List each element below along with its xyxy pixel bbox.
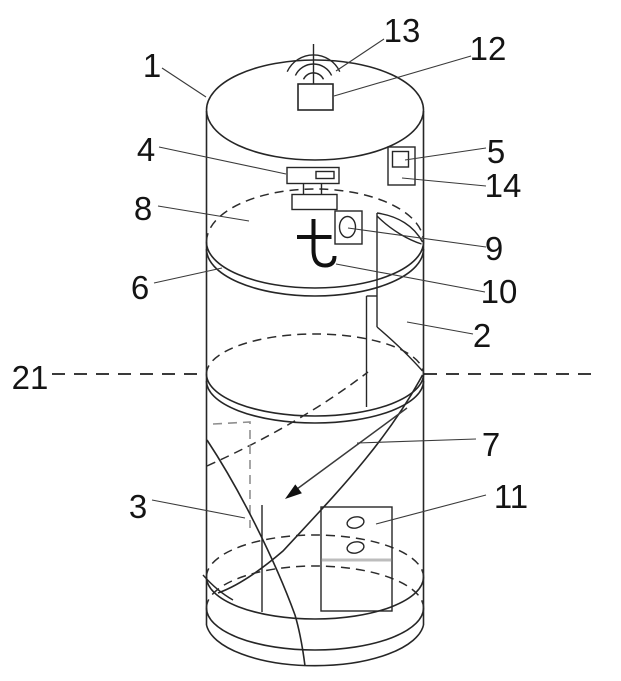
flow-arrow-icon [285, 407, 408, 499]
sensor-module-4 [286, 166, 340, 211]
callout-8: 8 [134, 190, 152, 227]
callout-11: 11 [494, 478, 528, 515]
leader-line-14 [401, 177, 487, 187]
shelf-hidden-back-edge [205, 333, 425, 375]
camera-module-9 [334, 210, 363, 245]
lower-disc-front-edge-a [205, 576, 425, 620]
callout-14: 14 [485, 167, 522, 204]
leader-line-12 [333, 55, 472, 97]
callout-10: 10 [481, 273, 518, 310]
callout-13: 13 [384, 12, 421, 49]
spiral-ramp-outer-edge [206, 439, 306, 667]
callout-9: 9 [485, 230, 503, 267]
leader-line-2 [406, 321, 474, 335]
spiral-ramp-edge-7 [217, 374, 424, 594]
leader-line-6 [153, 267, 223, 284]
tray-front-edge-lower-6 [205, 248, 425, 297]
spiral-hidden-edge [206, 371, 369, 467]
lower-disc-front-edge-b [205, 607, 425, 651]
reference-numerals: 1 13 12 4 5 14 8 9 6 10 2 21 7 3 11 [12, 12, 528, 525]
callout-21: 21 [12, 359, 49, 396]
tray-front-edge-upper [205, 241, 425, 289]
leader-line-8 [157, 205, 250, 222]
leader-line-10 [335, 263, 486, 293]
callout-5: 5 [487, 133, 505, 170]
leader-line-3 [151, 499, 246, 519]
leader-line-9 [347, 227, 487, 248]
leader-line-13 [335, 38, 385, 72]
leader-line-11 [375, 494, 487, 525]
callout-6: 6 [131, 269, 149, 306]
signal-waves-icon [286, 54, 341, 80]
leader-line-5 [404, 147, 487, 161]
leader-line-4 [158, 146, 287, 175]
hook-part-10 [297, 219, 337, 268]
leader-line-1 [161, 67, 207, 98]
callout-3: 3 [129, 488, 147, 525]
lower-disc-hidden-edge-a [205, 534, 425, 578]
shelf-front-edge-upper [205, 373, 425, 417]
callout-7: 7 [482, 426, 500, 463]
outlet-box-11 [320, 506, 393, 612]
top-module-box-12 [297, 83, 334, 111]
leader-line-7 [356, 438, 477, 444]
bin-lid-ellipse [205, 59, 425, 161]
shelf-front-edge-lower [205, 380, 425, 424]
callout-1: 1 [143, 47, 161, 84]
partition-2 [365, 212, 424, 407]
cylinder-bottom-rim [205, 624, 425, 667]
callout-4: 4 [137, 131, 155, 168]
tray-top-hidden-edge-8 [205, 188, 425, 243]
lower-disc-hidden-edge-b [205, 565, 425, 609]
leader-lines [151, 38, 487, 525]
callout-12: 12 [470, 30, 507, 67]
hidden-partition-3 [212, 421, 251, 528]
callout-2: 2 [473, 317, 491, 354]
